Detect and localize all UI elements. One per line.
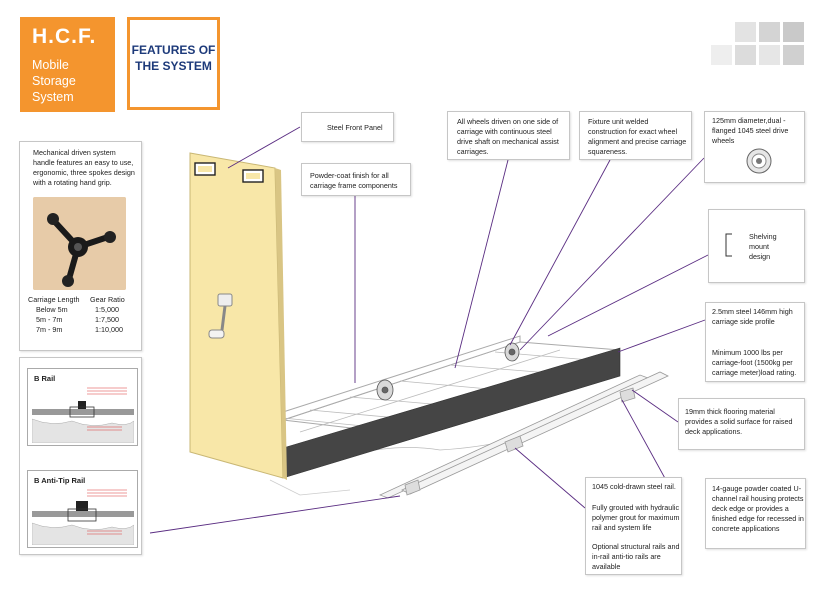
handle-photo [33,197,126,290]
callout-front-panel-text: Steel Front Panel [327,123,383,132]
section-title-box: FEATURES OF THE SYSTEM [127,17,220,110]
three-spoke-handle-icon [33,197,126,290]
crank-handle-icon [208,293,233,339]
b-rail-drawing: B Rail [27,368,138,446]
gear-length: Below 5m [36,305,68,314]
b-anti-tip-rail-label: B Anti-Tip Rail [34,476,86,485]
gear-length: 7m - 9m [36,325,63,334]
callout-steel-rail: 1045 cold-drawn steel rail. Fully groute… [585,477,682,575]
callout-flooring-text: 19mm thick flooring material provides a … [685,407,793,436]
callout-front-panel: Steel Front Panel [301,112,394,142]
callout-drive-wheels: 125mm diameter,dual -flanged 1045 steel … [704,111,805,183]
brand-logo: H.C.F. Mobile Storage System [20,17,115,112]
callout-carriage-profile-text: 2.5mm steel 146mm high carriage side pro… [712,307,793,326]
callout-wheels-driven-text: All wheels driven on one side of carriag… [457,117,559,156]
shelving-mount-bracket-icon [725,233,732,257]
gear-ratio-table: Carriage Length Gear Ratio Below 5m 1:5,… [28,295,125,335]
callout-powder-coat: Powder-coat finish for all carriage fram… [301,163,411,196]
callout-u-channel-text: 14-gauge powder coated U-channel rail ho… [712,484,804,533]
gear-table-header-ratio: Gear Ratio [90,295,125,304]
callout-drive-wheels-text: 125mm diameter,dual -flanged 1045 steel … [712,116,789,145]
drive-wheel-icon [746,148,772,174]
table-row: 5m - 7m 1:7,500 [28,315,125,325]
gear-table-header-length: Carriage Length [28,295,80,304]
handle-info-box: Mechanical driven system handle features… [19,141,142,351]
b-anti-tip-rail-section-icon [32,489,134,545]
callout-flooring: 19mm thick flooring material provides a … [678,398,805,450]
gear-ratio: 1:7,500 [95,315,119,324]
callout-wheels-driven: All wheels driven on one side of carriag… [447,111,570,160]
callout-fixture-unit: Fixture unit welded construction for exa… [579,111,692,160]
brand-subtitle: Mobile Storage System [32,58,76,104]
rail-drawings-box: B Rail B Anti-Tip Rail [19,357,142,555]
table-row: 7m - 9m 1:10,000 [28,325,125,335]
callout-powder-coat-text: Powder-coat finish for all carriage fram… [310,171,398,190]
brand-name: H.C.F. [32,25,97,48]
gear-length: 5m - 7m [36,315,63,324]
callout-steel-rail-text-2: Fully grouted with hydraulic polymer gro… [592,503,680,532]
table-row: Below 5m 1:5,000 [28,305,125,315]
callout-carriage-profile: 2.5mm steel 146mm high carriage side pro… [705,302,805,382]
b-rail-label: B Rail [34,374,56,383]
callout-shelving-mount-text: Shelving mount design [749,232,777,261]
callout-fixture-unit-text: Fixture unit welded construction for exa… [588,117,687,156]
callout-u-channel: 14-gauge powder coated U-channel rail ho… [705,478,806,549]
section-title: FEATURES OF THE SYSTEM [131,43,216,73]
callout-steel-rail-text-1: 1045 cold-drawn steel rail. [592,482,676,491]
gear-ratio: 1:5,000 [95,305,119,314]
b-rail-section-icon [32,387,134,443]
b-anti-tip-rail-drawing: B Anti-Tip Rail [27,470,138,548]
handle-description: Mechanical driven system handle features… [33,148,135,187]
callout-steel-rail-text-3: Optional structural rails and in-rail an… [592,542,680,571]
gear-ratio: 1:10,000 [95,325,123,334]
callout-shelving-mount: Shelving mount design [708,209,805,283]
callout-carriage-load-text: Minimum 1000 lbs per carriage-foot (1500… [712,348,797,377]
